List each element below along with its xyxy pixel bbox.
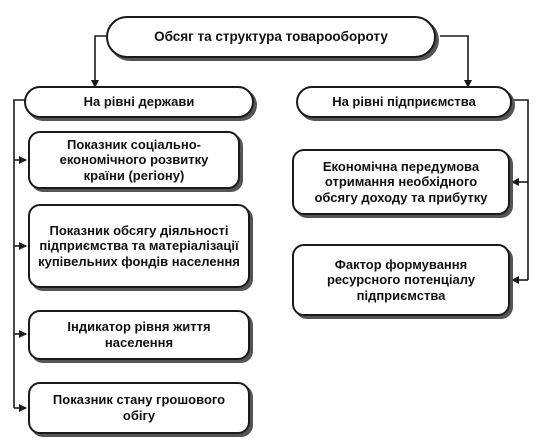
enterprise-level-node: На рівні підприємства bbox=[296, 86, 512, 118]
enterprise-level-label: На рівні підприємства bbox=[332, 94, 476, 110]
root-node-label: Обсяг та структура товарообороту bbox=[154, 28, 388, 44]
state-item-1-label: Показник соціально-економічного розвитку… bbox=[59, 136, 209, 183]
enterprise-item-2: Фактор формування ресурсного потенціалу … bbox=[292, 244, 510, 316]
state-item-4-label: Показник стану грошового обігу bbox=[52, 392, 226, 423]
state-item-4: Показник стану грошового обігу bbox=[28, 382, 250, 434]
state-item-3-label: Індикатор рівня життя населення bbox=[67, 319, 211, 350]
enterprise-item-1: Економічна передумова отримання необхідн… bbox=[292, 149, 510, 215]
state-item-2-label: Показник обсягу діяльності підприємства … bbox=[38, 222, 240, 269]
state-level-node: На рівні держави bbox=[24, 86, 254, 118]
enterprise-item-1-label: Економічна передумова отримання необхідн… bbox=[314, 158, 488, 205]
state-item-1: Показник соціально-економічного розвитку… bbox=[28, 131, 240, 189]
root-node: Обсяг та структура товарообороту bbox=[106, 16, 436, 58]
state-item-2: Показник обсягу діяльності підприємства … bbox=[28, 204, 250, 288]
state-item-3: Індикатор рівня життя населення bbox=[28, 310, 250, 360]
state-level-label: На рівні держави bbox=[83, 94, 195, 110]
enterprise-item-2-label: Фактор формування ресурсного потенціалу … bbox=[326, 256, 476, 303]
